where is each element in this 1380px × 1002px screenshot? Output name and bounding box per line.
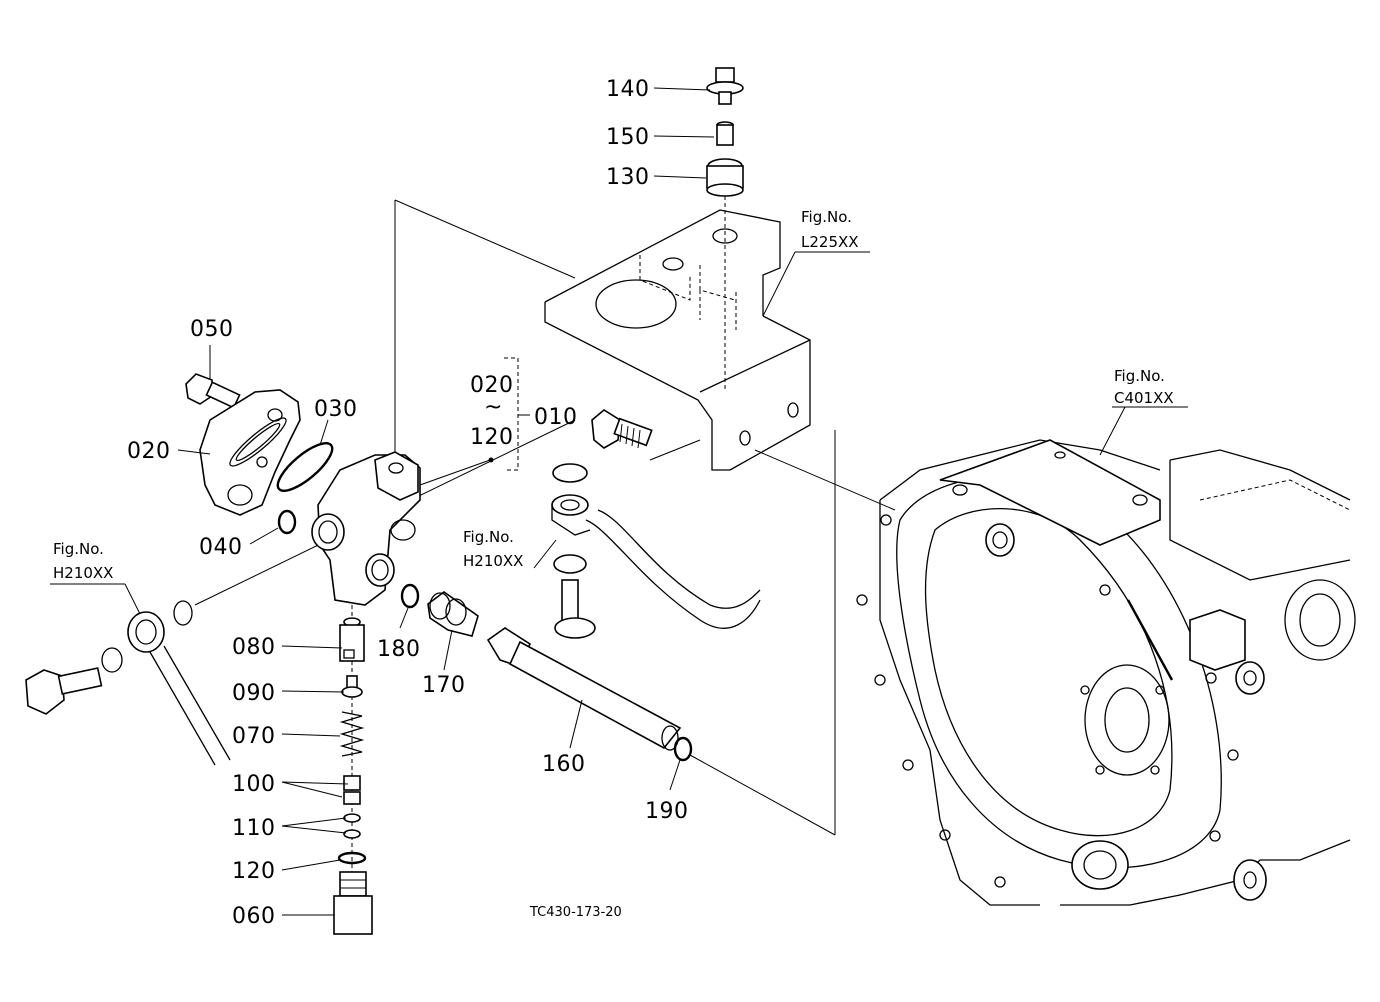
part-040-oring [277, 509, 297, 535]
part-080-plug [339, 617, 365, 662]
label-160: 160 [542, 752, 586, 777]
label-120: 120 [232, 859, 276, 884]
valve-body [311, 451, 421, 606]
label-090: 090 [232, 681, 276, 706]
part-130-grommet [706, 158, 744, 197]
label-100: 100 [232, 772, 276, 797]
part-150-collar [716, 121, 734, 146]
fig-ref-c401-code: C401XX [1114, 389, 1174, 407]
transmission-housing [856, 439, 1356, 906]
label-range-tilde: ~ [484, 395, 503, 420]
part-020-plate [199, 389, 301, 516]
fig-ref-h210-center-code: H210XX [463, 552, 523, 570]
label-140: 140 [606, 77, 650, 102]
label-060: 060 [232, 904, 276, 929]
label-120-range-end: 120 [470, 425, 514, 450]
part-190-oring [673, 736, 693, 762]
label-130: 130 [606, 165, 650, 190]
label-020: 020 [127, 439, 171, 464]
label-070: 070 [232, 724, 276, 749]
part-050-bolt [185, 373, 241, 409]
range-bracket [419, 357, 530, 486]
part-060-plug [333, 871, 373, 935]
part-110-washers [343, 813, 361, 839]
label-040: 040 [199, 535, 243, 560]
label-110: 110 [232, 816, 276, 841]
banjo-fitting-left [25, 600, 231, 766]
part-030-oring [276, 442, 334, 492]
label-190: 190 [645, 799, 689, 824]
fig-ref-l225-code: L225XX [801, 233, 859, 251]
label-020-range-start: 020 [470, 373, 514, 398]
part-160-pipe [486, 627, 682, 751]
label-080: 080 [232, 635, 276, 660]
part-100-spacers [343, 775, 361, 805]
leader-lines [50, 87, 715, 916]
fig-ref-l225-caption: Fig.No. [801, 208, 852, 226]
fig-ref-c401-caption: Fig.No. [1114, 367, 1165, 385]
part-120-oring [337, 851, 367, 865]
fig-ref-h210-left-code: H210XX [53, 564, 113, 582]
part-170-fitting [427, 591, 479, 637]
banjo-fitting-center [551, 463, 761, 639]
label-030: 030 [314, 397, 358, 422]
fig-ref-h210-left-caption: Fig.No. [53, 540, 104, 558]
label-010: 010 [534, 405, 578, 430]
label-180: 180 [377, 637, 421, 662]
bracket-outline [544, 209, 811, 471]
part-180-oring [400, 583, 420, 609]
label-170: 170 [422, 673, 466, 698]
drawing-code: TC430-173-20 [529, 905, 622, 920]
label-050: 050 [190, 317, 234, 342]
part-070-spring [339, 711, 365, 757]
label-150: 150 [606, 125, 650, 150]
part-090-pin [341, 675, 363, 698]
part-010-bolt [591, 409, 653, 449]
part-140-bolt [706, 67, 744, 105]
fig-ref-h210-center-caption: Fig.No. [463, 528, 514, 546]
